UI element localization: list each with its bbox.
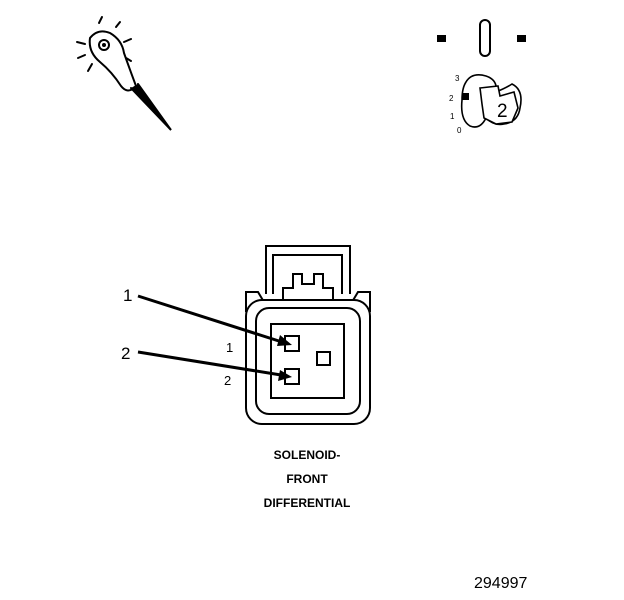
meter-scale-label: 0: [457, 126, 462, 135]
connector-face: [270, 323, 345, 399]
connector-lock-tab: [282, 273, 334, 304]
callout-number-2: 2: [121, 344, 130, 363]
callout-arrow-1: [137, 294, 292, 346]
meter-terminal-left: [437, 35, 446, 42]
meter-scale-label: 1: [450, 112, 455, 121]
figure-id: 294997: [474, 575, 527, 592]
meter-display-slot: [479, 19, 491, 57]
callout-arrow-2: [137, 350, 292, 381]
meter-scale-label: 3: [455, 74, 460, 83]
pin-label-2: 2: [224, 373, 231, 388]
caption-line-3: DIFFERENTIAL: [264, 496, 351, 510]
connector-body: [245, 299, 371, 425]
pin-label-1: 1: [226, 340, 233, 355]
meter-setting-value: 2: [497, 101, 508, 122]
connector: [245, 245, 371, 425]
caption-line-2: FRONT: [286, 472, 328, 486]
meter-scale-label: 2: [449, 94, 454, 103]
meter-terminal-right: [517, 35, 526, 42]
caption-line-1: SOLENOID-: [274, 448, 341, 462]
meter-icon: 3 2 1 0 2: [437, 19, 526, 135]
meter-knob: [479, 85, 519, 125]
probe-icon: [76, 16, 172, 131]
callout-number-1: 1: [123, 286, 132, 305]
meter-pointer-mark: [462, 93, 469, 100]
connector-cavity-3: [316, 351, 331, 366]
connector-inner-body: [255, 307, 361, 415]
